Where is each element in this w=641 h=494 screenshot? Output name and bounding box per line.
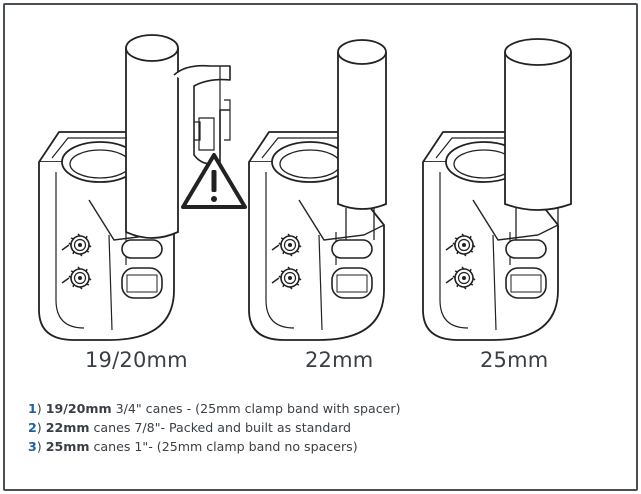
size-label-22mm: 22mm	[305, 348, 374, 372]
note-paren: )	[36, 401, 42, 416]
notes-list: 1) 19/20mm 3/4" canes - (25mm clamp band…	[28, 399, 401, 456]
note-number: 1	[28, 401, 37, 416]
clamp-illustration-25mm	[423, 38, 572, 340]
note-size: 19/20mm	[45, 401, 112, 416]
size-label-25mm: 25mm	[480, 348, 549, 372]
note-number: 3	[28, 439, 37, 454]
note-text: canes 1"- (25mm clamp band no spacers)	[89, 439, 358, 454]
note-1: 1) 19/20mm 3/4" canes - (25mm clamp band…	[28, 399, 401, 418]
warning-triangle-icon	[181, 153, 247, 209]
note-size: 25mm	[45, 439, 90, 454]
note-2: 2) 22mm canes 7/8"- Packed and built as …	[28, 418, 401, 437]
note-paren: )	[36, 420, 42, 435]
note-text: 3/4" canes - (25mm clamp band with space…	[111, 401, 401, 416]
size-label-19-20mm: 19/20mm	[85, 348, 188, 372]
note-3: 3) 25mm canes 1"- (25mm clamp band no sp…	[28, 437, 401, 456]
note-paren: )	[36, 439, 42, 454]
note-size: 22mm	[45, 420, 90, 435]
clamp-illustration-19-20mm	[39, 34, 247, 340]
clamp-illustration-22mm	[249, 39, 387, 340]
note-number: 2	[28, 420, 37, 435]
note-text: canes 7/8"- Packed and built as standard	[89, 420, 352, 435]
